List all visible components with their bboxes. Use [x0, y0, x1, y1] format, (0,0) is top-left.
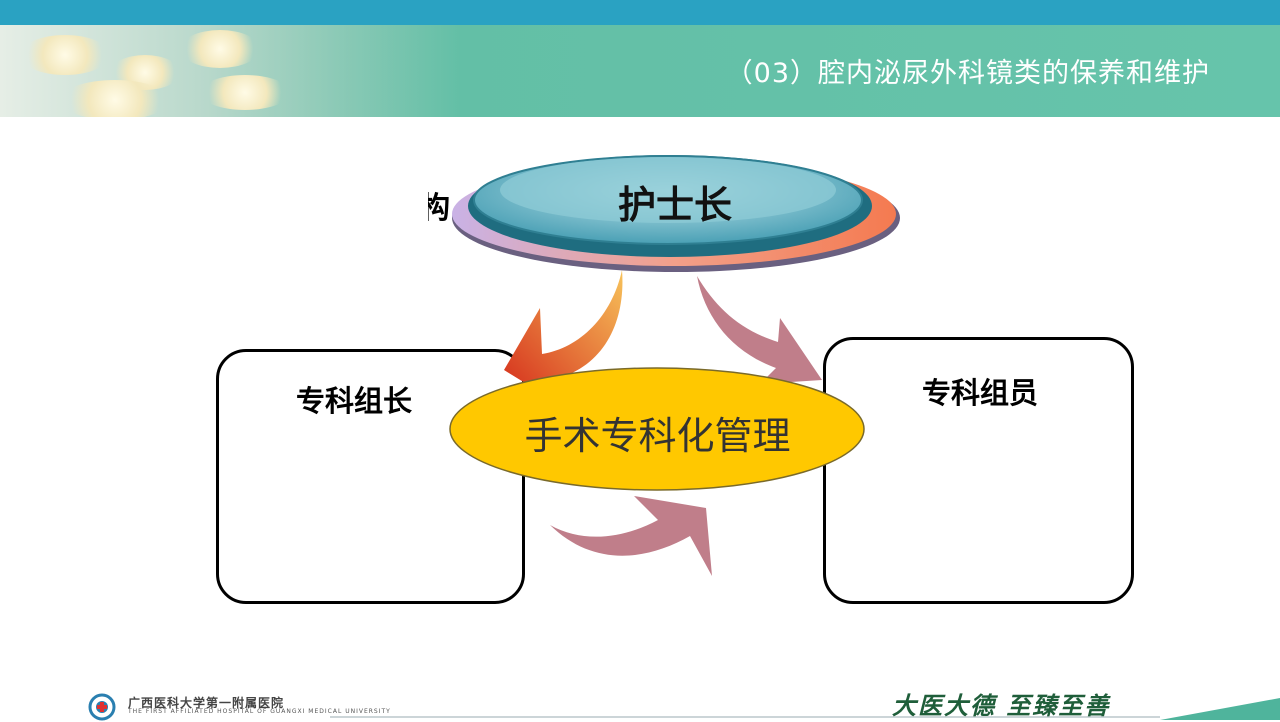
specialized-management-label: 手术专科化管理: [524, 414, 791, 458]
partial-text: 构: [428, 191, 450, 226]
header-banner: （03）腔内泌尿外科镜类的保养和维护: [0, 25, 1280, 117]
arrow-to-members: [697, 276, 822, 384]
arrow-to-leader: [504, 270, 623, 402]
arrow-leader-to-member: [550, 496, 712, 576]
footer: [0, 680, 1280, 720]
hospital-slogan: 大医大德 至臻至善: [892, 691, 1111, 720]
head-nurse-label: 护士长: [617, 183, 732, 227]
top-bar: [0, 0, 1280, 25]
footer-divider: [330, 716, 1160, 718]
team-member-box: [823, 337, 1134, 604]
team-leader-label: 专科组长: [296, 384, 413, 418]
team-leader-box: [216, 349, 525, 604]
hospital-name: 广西医科大学第一附属医院: [128, 696, 285, 710]
slide-title: （03）腔内泌尿外科镜类的保养和维护: [725, 58, 1210, 89]
head-nurse-inner: [500, 157, 836, 223]
operating-lamp-photo: [0, 25, 460, 117]
team-member-label: 专科组员: [922, 376, 1039, 410]
hospital-logo-icon: [88, 693, 116, 721]
corner-decoration: [1160, 698, 1280, 720]
specialized-management-ellipse: [449, 367, 865, 491]
hospital-name-en: THE FIRST AFFILIATED HOSPITAL OF GUANGXI…: [128, 708, 391, 715]
